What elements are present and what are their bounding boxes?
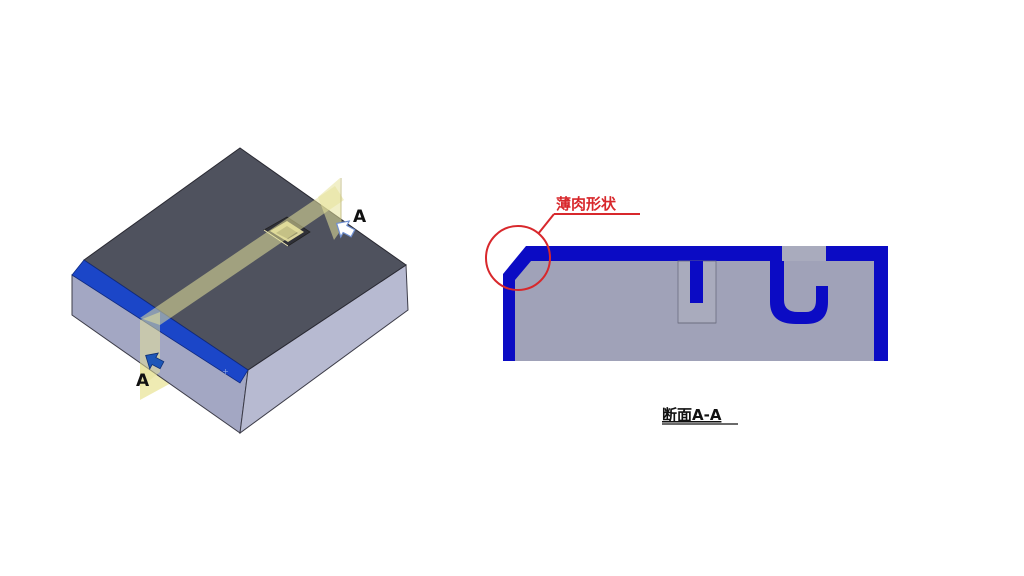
crosshair-mark: + xyxy=(222,367,229,376)
section-caption: 断面A-A xyxy=(662,406,722,424)
section-plane-front xyxy=(140,312,160,388)
section-arrow-top-icon xyxy=(335,220,356,239)
section-plane-band xyxy=(140,186,344,325)
section-view: 薄肉形状 断面A-A xyxy=(485,195,888,425)
section-arrow-bottom-icon xyxy=(145,352,165,370)
thin-wall-annotation: 薄肉形状 xyxy=(556,195,617,213)
isometric-part: + A A xyxy=(71,147,409,435)
annotation-leader xyxy=(537,213,555,235)
section-label-top: A xyxy=(353,207,367,227)
section-plane-top-right xyxy=(318,178,341,240)
section-label-bottom: A xyxy=(136,371,150,391)
slot-rib xyxy=(690,261,703,303)
thin-wall-highlight-circle xyxy=(485,225,551,291)
pocket-opening xyxy=(782,246,826,261)
hook-wall xyxy=(770,261,828,324)
